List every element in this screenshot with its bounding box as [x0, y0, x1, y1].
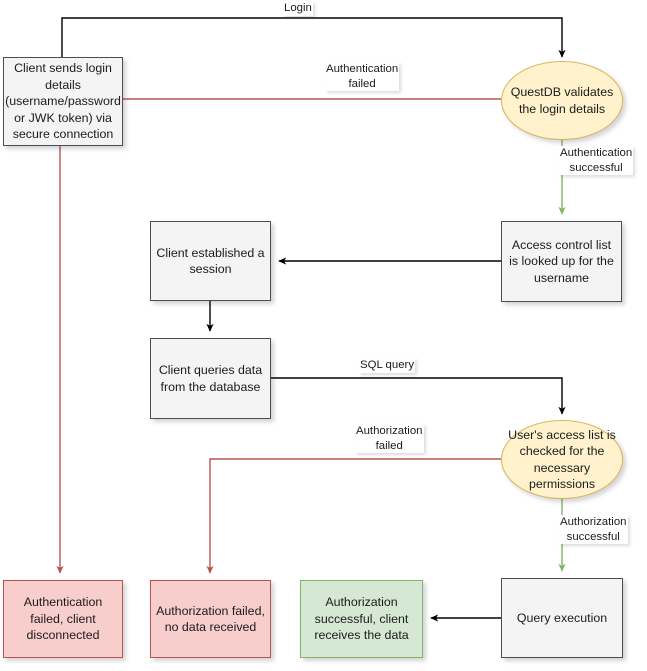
edge-label-authentication-failed: Authentication failed	[325, 62, 400, 92]
edge-label-line1: Authorization	[356, 425, 423, 437]
node-query-execution[interactable]: Query execution	[501, 578, 623, 658]
node-access-control-list-lookup[interactable]: Access control list is looked up for the…	[501, 221, 622, 302]
node-label: Client sends login details (username/pas…	[5, 61, 121, 142]
node-label: QuestDB validates the login details	[510, 85, 614, 116]
node-label: Authorization successful, client receive…	[314, 595, 409, 643]
edge-label-login: Login	[283, 1, 313, 16]
edge-sql-query	[271, 377, 566, 415]
edge-authorization-failed	[206, 458, 501, 574]
edge-label-text: Login	[284, 2, 312, 14]
node-authorization-failed[interactable]: Authorization failed, no data received	[150, 580, 271, 658]
edge-label-text: SQL query	[360, 359, 415, 371]
node-label: Access control list is looked up for the…	[509, 237, 614, 285]
node-label: Authentication failed, client disconnect…	[23, 595, 103, 643]
edge-login	[61, 17, 566, 58]
node-label: Query execution	[516, 610, 608, 625]
node-label: User's access list is checked for the ne…	[508, 427, 616, 491]
node-client-queries-data[interactable]: Client queries data from the database	[150, 338, 271, 419]
node-authentication-failed[interactable]: Authentication failed, client disconnect…	[3, 580, 123, 658]
node-user-access-list-checked[interactable]: User's access list is checked for the ne…	[501, 420, 623, 499]
node-client-sends-login-details[interactable]: Client sends login details (username/pas…	[3, 57, 123, 146]
edge-authentication-failed	[56, 98, 501, 574]
edge-label-authorization-failed: Authorization failed	[355, 424, 424, 454]
edge-label-sql-query: SQL query	[359, 358, 416, 373]
node-authorization-successful[interactable]: Authorization successful, client receive…	[300, 580, 423, 658]
edge-label-line2: failed	[348, 77, 376, 90]
edge-label-line1: Authentication	[560, 147, 633, 159]
edge-label-line2: failed	[375, 439, 403, 452]
edge-label-line2: successful	[566, 530, 620, 543]
edge-label-authorization-successful: Authorization successful	[559, 515, 628, 545]
node-label: Client established a session	[156, 245, 265, 276]
node-label: Authorization failed, no data received	[156, 603, 265, 634]
edge-label-authentication-successful: Authentication successful	[559, 146, 634, 176]
edge-label-line1: Authentication	[326, 63, 399, 75]
edge-label-line1: Authorization	[560, 516, 627, 528]
node-questdb-validates-login[interactable]: QuestDB validates the login details	[501, 61, 623, 140]
node-label: Client queries data from the database	[158, 363, 263, 394]
node-client-established-session[interactable]: Client established a session	[150, 221, 271, 301]
edge-label-line2: successful	[569, 161, 623, 174]
